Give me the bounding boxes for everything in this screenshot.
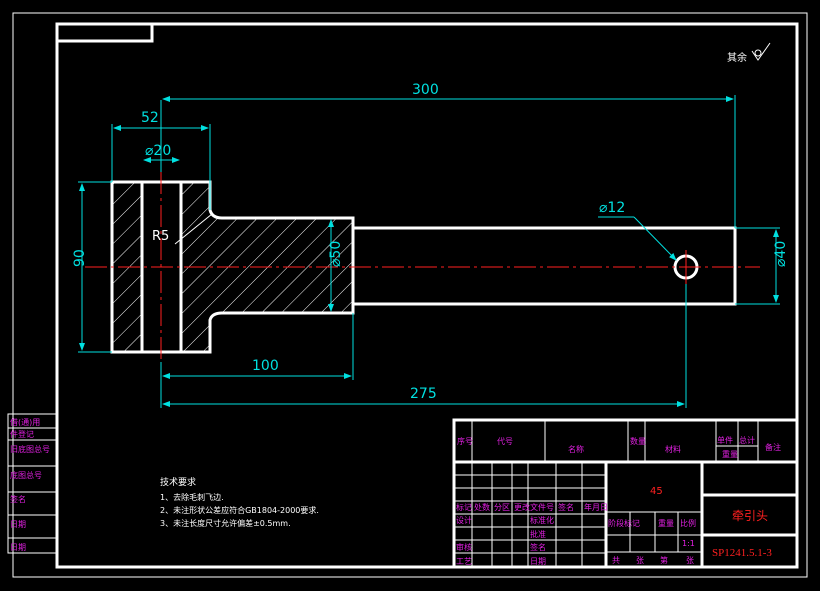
tb-rev-label: 标记	[456, 502, 472, 512]
dim-d50: ⌀50	[328, 241, 344, 267]
tb-stage-label: 比例	[680, 518, 696, 528]
tb-rev-label: 更改文件号	[514, 502, 554, 512]
roughness-symbol-icon	[751, 42, 771, 61]
roughness-circle-icon	[754, 49, 762, 57]
tb-stage-label: 重量	[658, 518, 674, 528]
tb-material: 45	[650, 486, 663, 497]
tb-stage-label: 阶段标记	[608, 518, 640, 528]
tb-sheet-label: 第	[660, 555, 668, 565]
leader-d12	[633, 216, 677, 261]
dim-300: 300	[412, 82, 439, 98]
tb-sheet-label: 张	[686, 556, 694, 565]
tech-req-item: 2、未注形状公差应符合GB1804-2000要求.	[160, 505, 319, 515]
title-block	[452, 418, 799, 569]
tb-head: 序号	[457, 436, 473, 446]
stamp-label: 日期	[10, 520, 26, 529]
tb-std-label: 签名	[530, 542, 546, 552]
dim-100: 100	[252, 358, 279, 374]
tb-role-label: 工艺	[456, 557, 472, 566]
dim-52: 52	[141, 110, 159, 126]
tb-scale: 1:1	[682, 539, 695, 548]
tb-head: 代号	[497, 436, 513, 446]
stamp-label: 件登记	[10, 429, 34, 439]
stamp-label: 签名	[10, 494, 26, 504]
stamp-label: 日期	[10, 543, 26, 552]
tb-sheet-label: 张	[636, 556, 644, 565]
tb-head: 备注	[765, 442, 781, 452]
tb-head: 材料	[665, 444, 681, 454]
inner-border	[55, 22, 799, 569]
tb-std-label: 标准化	[530, 515, 554, 525]
tb-std-label: 日期	[530, 557, 546, 566]
dim-r5: R5	[152, 229, 169, 244]
tb-head: 总计	[739, 435, 755, 445]
tb-drawing-number: SP1241.5.1-3	[712, 547, 772, 559]
tb-role-label: 审核	[456, 542, 472, 552]
corner-label-box	[55, 22, 154, 43]
dim-90: 90	[72, 249, 88, 267]
leader-r5	[174, 213, 213, 245]
tb-head: 单件	[717, 435, 733, 445]
outer-border	[12, 12, 808, 578]
tb-part-name: 牵引头	[732, 509, 768, 523]
left-stamp-column	[7, 413, 58, 554]
tech-req-item: 3、未注长度尺寸允许偏差±0.5mm.	[160, 518, 291, 528]
tech-req-item: 1、去除毛刺飞边.	[160, 492, 224, 502]
surface-mark: 其余	[727, 51, 747, 64]
stamp-label: 底图总号	[10, 470, 42, 480]
tb-sheet-label: 共	[612, 556, 620, 565]
tb-weight-label: 重量	[722, 449, 738, 459]
dim-d40: ⌀40	[773, 241, 789, 267]
tech-req-title: 技术要求	[160, 476, 196, 488]
tb-std-label: 批准	[530, 529, 546, 539]
tb-rev-label: 分区	[494, 503, 510, 512]
tb-rev-label: 签名	[558, 502, 574, 512]
dim-d20: ⌀20	[145, 143, 171, 159]
dim-d12: ⌀12	[599, 200, 625, 216]
tb-head: 名称	[568, 444, 584, 454]
stamp-label: 旧底图总号	[10, 444, 50, 454]
dim-275: 275	[410, 386, 437, 402]
tb-rev-label: 处数	[474, 502, 490, 512]
tb-role-label: 设计	[456, 515, 472, 525]
tb-rev-label: 年月日	[584, 502, 608, 512]
stamp-label: 借(通)用	[10, 417, 40, 427]
tb-head: 数量	[630, 436, 646, 446]
